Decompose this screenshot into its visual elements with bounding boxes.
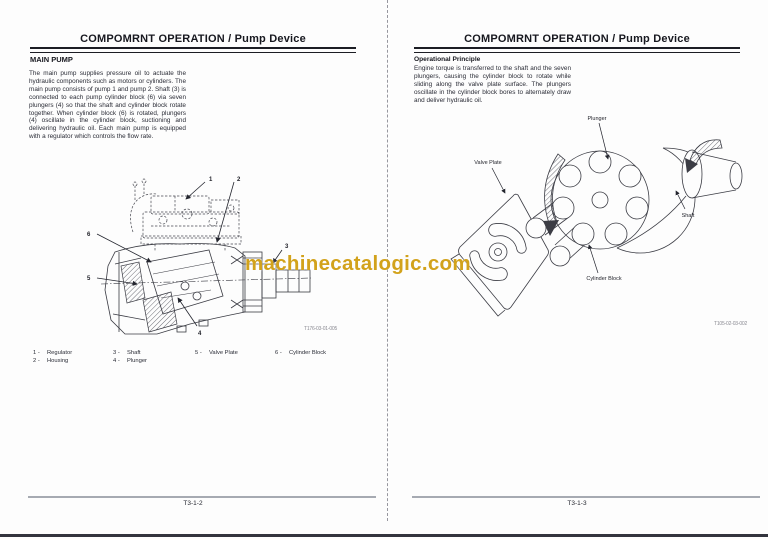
legend-item: 5 -Valve Plate xyxy=(195,350,238,356)
header-rule-right xyxy=(414,47,740,53)
legend-item: 4 -Plunger xyxy=(113,358,147,364)
callout-2: 2 xyxy=(237,177,241,183)
label-valve-plate: Valve Plate xyxy=(474,160,501,166)
pump-exploded-figure: Plunger Valve Plate Shaft Cylinder Block xyxy=(450,116,743,317)
cylinder-block-section xyxy=(146,249,224,315)
page-number-right: T3-1-3 xyxy=(567,500,587,507)
rotation-arrows xyxy=(543,139,723,236)
valve-plate-drawing xyxy=(450,193,549,317)
figure-labels-leaders xyxy=(491,122,686,274)
bottom-border-line xyxy=(0,534,768,537)
callout-1: 1 xyxy=(209,177,213,183)
page-fold-divider xyxy=(387,0,388,521)
label-cylinder-block: Cylinder Block xyxy=(586,276,621,282)
header-rule-left xyxy=(30,47,356,53)
main-pump-paragraph: The main pump supplies pressure oil to a… xyxy=(29,70,186,141)
section-title-main-pump: MAIN PUMP xyxy=(30,55,73,64)
callout-6: 6 xyxy=(87,232,91,238)
page-header-left: COMPOMRNT OPERATION / Pump Device xyxy=(80,33,306,45)
watermark-text: machinecatalogic.com xyxy=(245,252,471,275)
section-title-operational-principle: Operational Principle xyxy=(414,56,481,63)
footer-rule-left xyxy=(28,496,376,498)
figure-code-left: T176-03-01-005 xyxy=(304,326,338,332)
figure-code-right: T105-02-03-002 xyxy=(714,321,748,327)
figure-callouts xyxy=(96,181,283,327)
legend-item: 1 -Regulator xyxy=(33,350,73,356)
callout-5: 5 xyxy=(87,276,91,282)
legend-item: 2 -Housing xyxy=(33,358,69,364)
legend-item: 3 -Shaft xyxy=(113,350,141,356)
label-plunger: Plunger xyxy=(588,116,607,122)
figure-legend: 1 -Regulator 2 -Housing 3 -Shaft 4 -Plun… xyxy=(0,349,384,369)
page-number-left: T3-1-2 xyxy=(183,500,203,507)
legend-item: 6 -Cylinder Block xyxy=(275,350,327,356)
callout-3: 3 xyxy=(285,244,289,250)
footer-rule-right xyxy=(412,496,760,498)
label-shaft: Shaft xyxy=(682,213,695,219)
operational-principle-paragraph: Engine torque is transferred to the shaf… xyxy=(414,65,571,104)
callout-4: 4 xyxy=(198,331,202,337)
pump-cross-section-figure: 1 2 3 4 5 6 xyxy=(87,177,312,337)
page-header-right: COMPOMRNT OPERATION / Pump Device xyxy=(464,33,690,45)
